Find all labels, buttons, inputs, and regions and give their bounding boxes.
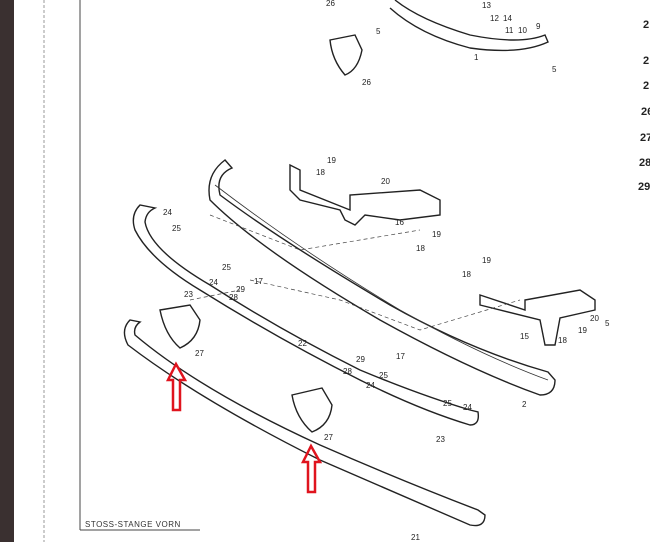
label-17: 17	[254, 277, 263, 286]
label-25: 25	[443, 399, 452, 408]
label-19: 19	[432, 230, 441, 239]
label-29: 29	[356, 355, 365, 364]
side-number: 2	[643, 80, 649, 92]
label-13: 13	[482, 1, 491, 10]
diagram-line	[214, 184, 549, 381]
part-labels: 26 5 13 12 14 9 11 10 1 5 26 19 18 20 16…	[163, 0, 610, 542]
label-18: 18	[416, 244, 425, 253]
label-20: 20	[381, 177, 390, 186]
label-10: 10	[518, 26, 527, 35]
label-24: 24	[163, 208, 172, 217]
label-25: 25	[379, 371, 388, 380]
label-23: 23	[436, 435, 445, 444]
side-number: 26	[641, 106, 650, 118]
page-edge	[0, 0, 14, 542]
label-24: 24	[366, 381, 375, 390]
side-number: 29	[638, 181, 650, 193]
label-25: 25	[172, 224, 181, 233]
label-19: 19	[482, 256, 491, 265]
label-18: 18	[462, 270, 471, 279]
diagram-line	[300, 443, 323, 494]
label-29: 29	[236, 285, 245, 294]
label-1: 1	[474, 53, 479, 62]
diagram-caption: STOSS-STANGE VORN	[85, 520, 181, 529]
label-28: 28	[343, 367, 352, 376]
diagram-line	[209, 214, 421, 251]
label-12: 12	[490, 14, 499, 23]
label-25: 25	[222, 263, 231, 272]
part-26-guard-top	[329, 34, 363, 76]
label-28: 28	[229, 293, 238, 302]
side-number: 2	[643, 19, 649, 31]
part-27-guard-left	[159, 304, 201, 349]
label-15: 15	[520, 332, 529, 341]
part-1-bumper	[389, 0, 549, 52]
label-24: 24	[463, 403, 472, 412]
label-27: 27	[324, 433, 333, 442]
part-22-23-bumper	[132, 204, 480, 426]
label-5: 5	[552, 65, 557, 74]
diagram-line	[249, 279, 521, 331]
label-19: 19	[327, 156, 336, 165]
side-number: 2	[643, 55, 649, 67]
red-arrow-right	[300, 443, 323, 494]
label-11: 11	[505, 26, 514, 35]
label-27: 27	[195, 349, 204, 358]
label-22: 22	[298, 339, 307, 348]
side-number: 28	[639, 157, 650, 169]
label-18: 18	[316, 168, 325, 177]
part-27-guard-right	[291, 387, 333, 433]
label-21: 21	[411, 533, 420, 542]
diagram-line	[189, 289, 241, 301]
label-5: 5	[376, 27, 381, 36]
part-2-bumper	[208, 159, 556, 396]
side-number-column: 2 2 2 26 27 28 29	[638, 19, 650, 193]
label-19: 19	[578, 326, 587, 335]
label-17: 17	[396, 352, 405, 361]
label-26: 26	[326, 0, 335, 8]
red-arrow-left	[165, 361, 188, 412]
part-15-bracket	[479, 289, 596, 346]
side-number: 27	[640, 132, 650, 144]
label-24: 24	[209, 278, 218, 287]
label-20: 20	[590, 314, 599, 323]
label-26: 26	[362, 78, 371, 87]
label-14: 14	[503, 14, 512, 23]
label-9: 9	[536, 22, 541, 31]
part-16-bracket	[289, 163, 441, 226]
label-2: 2	[522, 400, 527, 409]
label-16: 16	[395, 218, 404, 227]
label-5: 5	[605, 319, 610, 328]
label-23: 23	[184, 290, 193, 299]
diagram-line	[165, 361, 188, 412]
label-18: 18	[558, 336, 567, 345]
